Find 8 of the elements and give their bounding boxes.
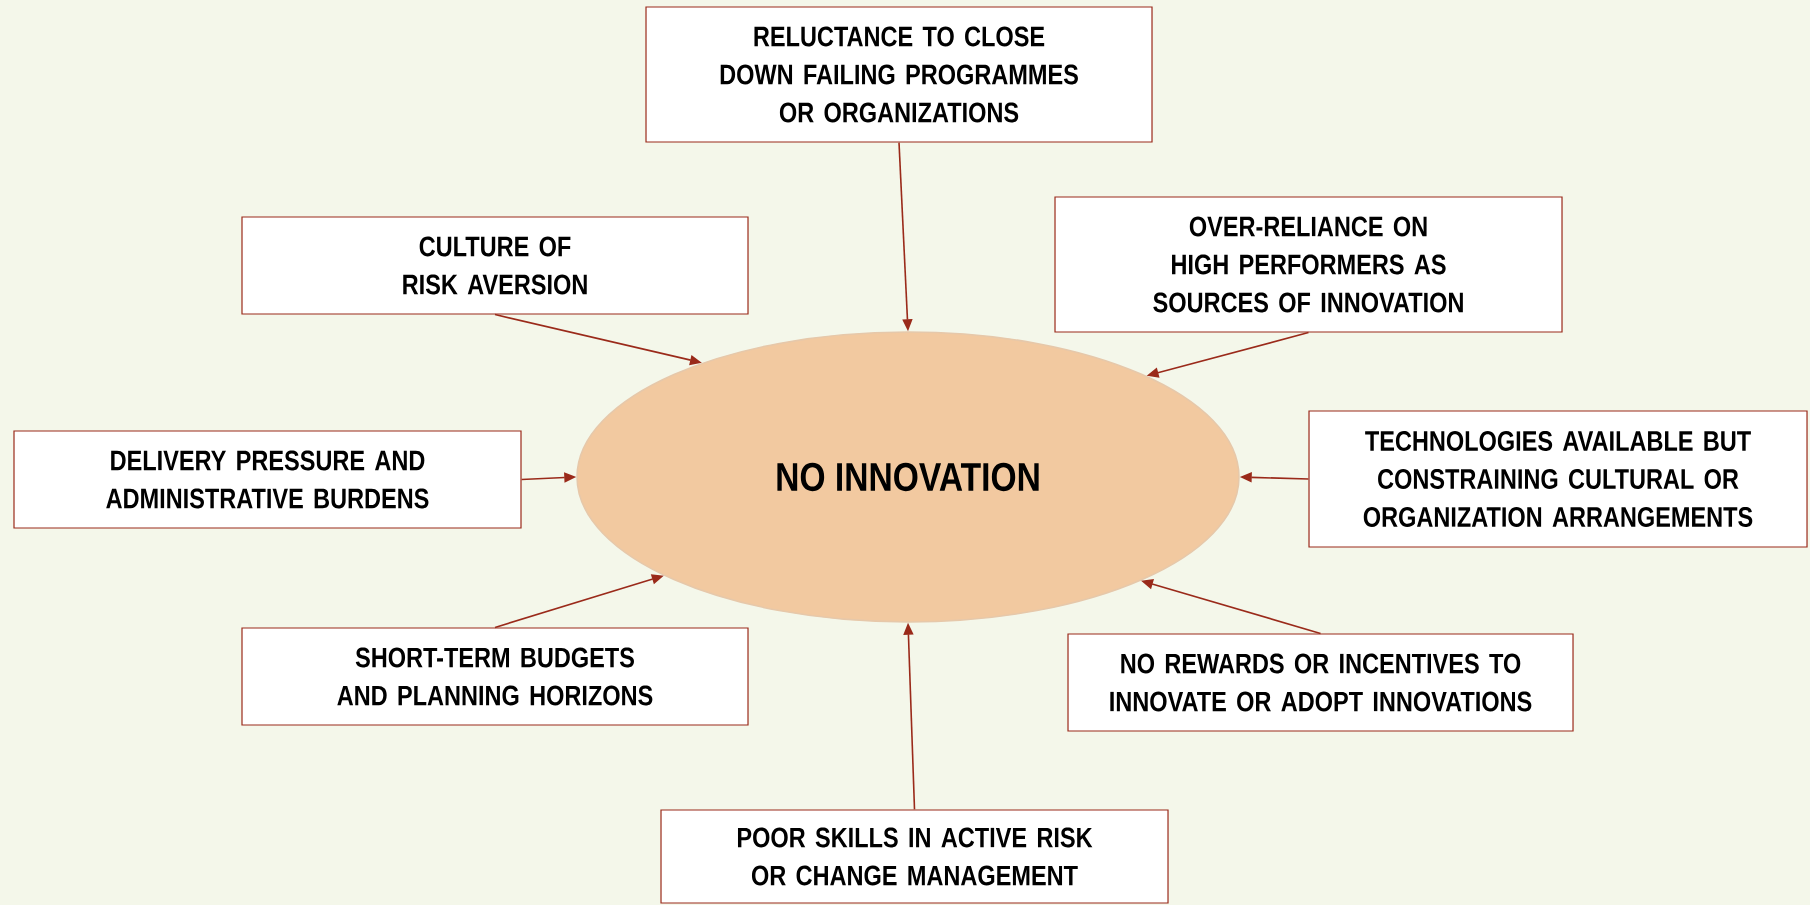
cause-box: OVER-RELIANCE ON HIGH PERFORMERS AS SOURCES OF INNOVATION bbox=[1054, 196, 1563, 333]
cause-box: CULTURE OF RISK AVERSION bbox=[241, 216, 749, 315]
cause-box: SHORT-TERM BUDGETS AND PLANNING HORIZONS bbox=[241, 627, 749, 726]
cause-box: RELUCTANCE TO CLOSE DOWN FAILING PROGRAMMES OR ORGANIZATIONS bbox=[645, 6, 1153, 143]
cause-box: POOR SKILLS IN ACTIVE RISK OR CHANGE MANAGEMENT bbox=[660, 809, 1169, 904]
cause-box: TECHNOLOGIES AVAILABLE BUT CONSTRAINING CULTURAL OR ORGANIZATION ARRANGEMENTS bbox=[1308, 410, 1808, 548]
cause-box: DELIVERY PRESSURE AND ADMINISTRATIVE BURDENS bbox=[13, 430, 522, 529]
cause-box: NO REWARDS OR INCENTIVES TO INNOVATE OR ADOPT INNOVATIONS bbox=[1067, 633, 1574, 732]
